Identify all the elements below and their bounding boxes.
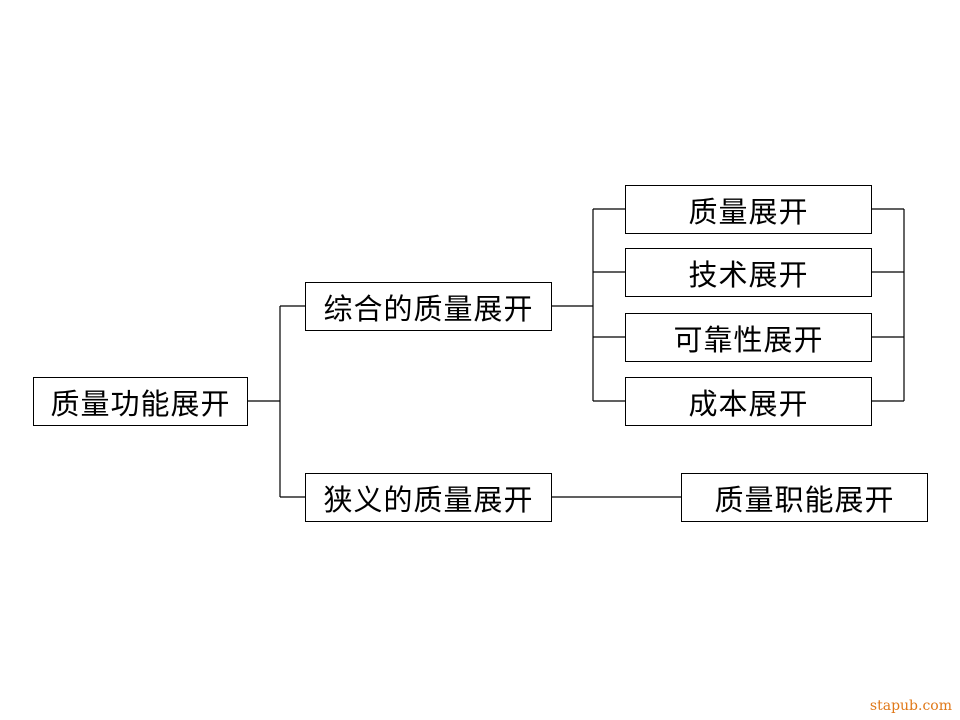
narrow-child-node-label: 质量职能展开 <box>714 482 895 517</box>
child-node-technology-label: 技术展开 <box>688 257 809 292</box>
child-node-quality-label: 质量展开 <box>688 194 809 229</box>
child-node-quality: 质量展开 <box>625 185 872 234</box>
child-node-technology: 技术展开 <box>625 248 872 297</box>
broad-node-label: 综合的质量展开 <box>323 291 534 326</box>
root-node: 质量功能展开 <box>33 377 248 426</box>
narrow-node-label: 狭义的质量展开 <box>323 482 534 517</box>
child-node-reliability-label: 可靠性展开 <box>673 322 824 357</box>
root-node-label: 质量功能展开 <box>50 386 231 421</box>
watermark-text: stapub.com <box>869 698 952 714</box>
child-node-reliability: 可靠性展开 <box>625 313 872 362</box>
child-node-cost-label: 成本展开 <box>688 386 809 421</box>
narrow-node: 狭义的质量展开 <box>305 473 552 522</box>
broad-node: 综合的质量展开 <box>305 282 552 331</box>
child-node-cost: 成本展开 <box>625 377 872 426</box>
narrow-child-node: 质量职能展开 <box>681 473 928 522</box>
